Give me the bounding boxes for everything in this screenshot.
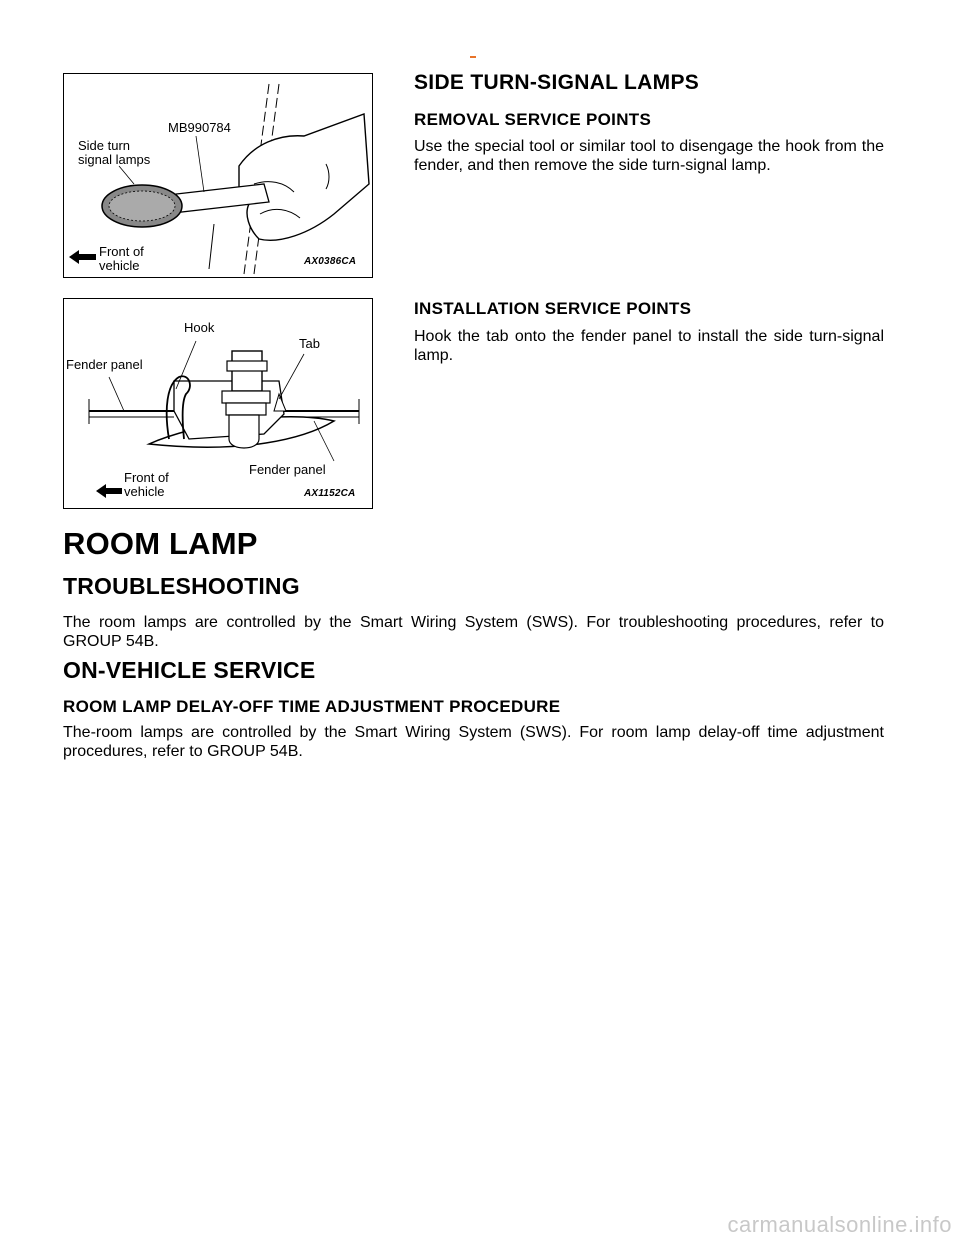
installation-illustration-drawing [88,340,360,498]
tool-number-label: MB990784 [168,120,231,135]
lamp-label-line2: signal lamps [78,152,151,167]
fender-panel-left-label: Fender panel [66,357,143,372]
fender-panel-right-label: Fender panel [249,462,326,477]
removal-heading: REMOVAL SERVICE POINTS [414,110,652,129]
figure-removal-illustration: MB990784 Side turn signal lamps Front of… [63,73,373,278]
hook-label: Hook [184,320,215,335]
figure-code: AX1152CA [304,488,356,499]
page-top-mark [470,56,476,58]
troubleshooting-heading: TROUBLESHOOTING [63,573,300,599]
side-turn-signal-title: SIDE TURN-SIGNAL LAMPS [414,71,700,94]
delay-off-heading: ROOM LAMP DELAY-OFF TIME ADJUSTMENT PROC… [63,697,561,716]
room-lamp-title: ROOM LAMP [63,526,258,561]
removal-illustration-drawing [69,83,370,275]
figure-installation-illustration: Hook Tab Fender panel Fender panel Front… [63,298,373,509]
figure-code: AX0386CA [304,256,357,267]
lamp-label-line1: Side turn [78,138,131,153]
removal-text: Use the special tool or similar tool to … [414,138,884,174]
front-label-line1: Front of [124,470,169,485]
front-label-line1: Front of [99,244,144,259]
installation-text: Hook the tab onto the fender panel to in… [414,328,884,364]
watermark: carmanualsonline.info [727,1212,952,1237]
tab-label: Tab [299,336,320,351]
installation-heading: INSTALLATION SERVICE POINTS [414,299,692,318]
troubleshooting-text: The room lamps are controlled by the Sma… [63,614,884,650]
front-label-line2: vehicle [124,484,165,499]
delay-off-text: The-room lamps are controlled by the Sma… [63,724,884,760]
on-vehicle-service-heading: ON-VEHICLE SERVICE [63,657,316,683]
front-label-line2: vehicle [99,258,140,273]
